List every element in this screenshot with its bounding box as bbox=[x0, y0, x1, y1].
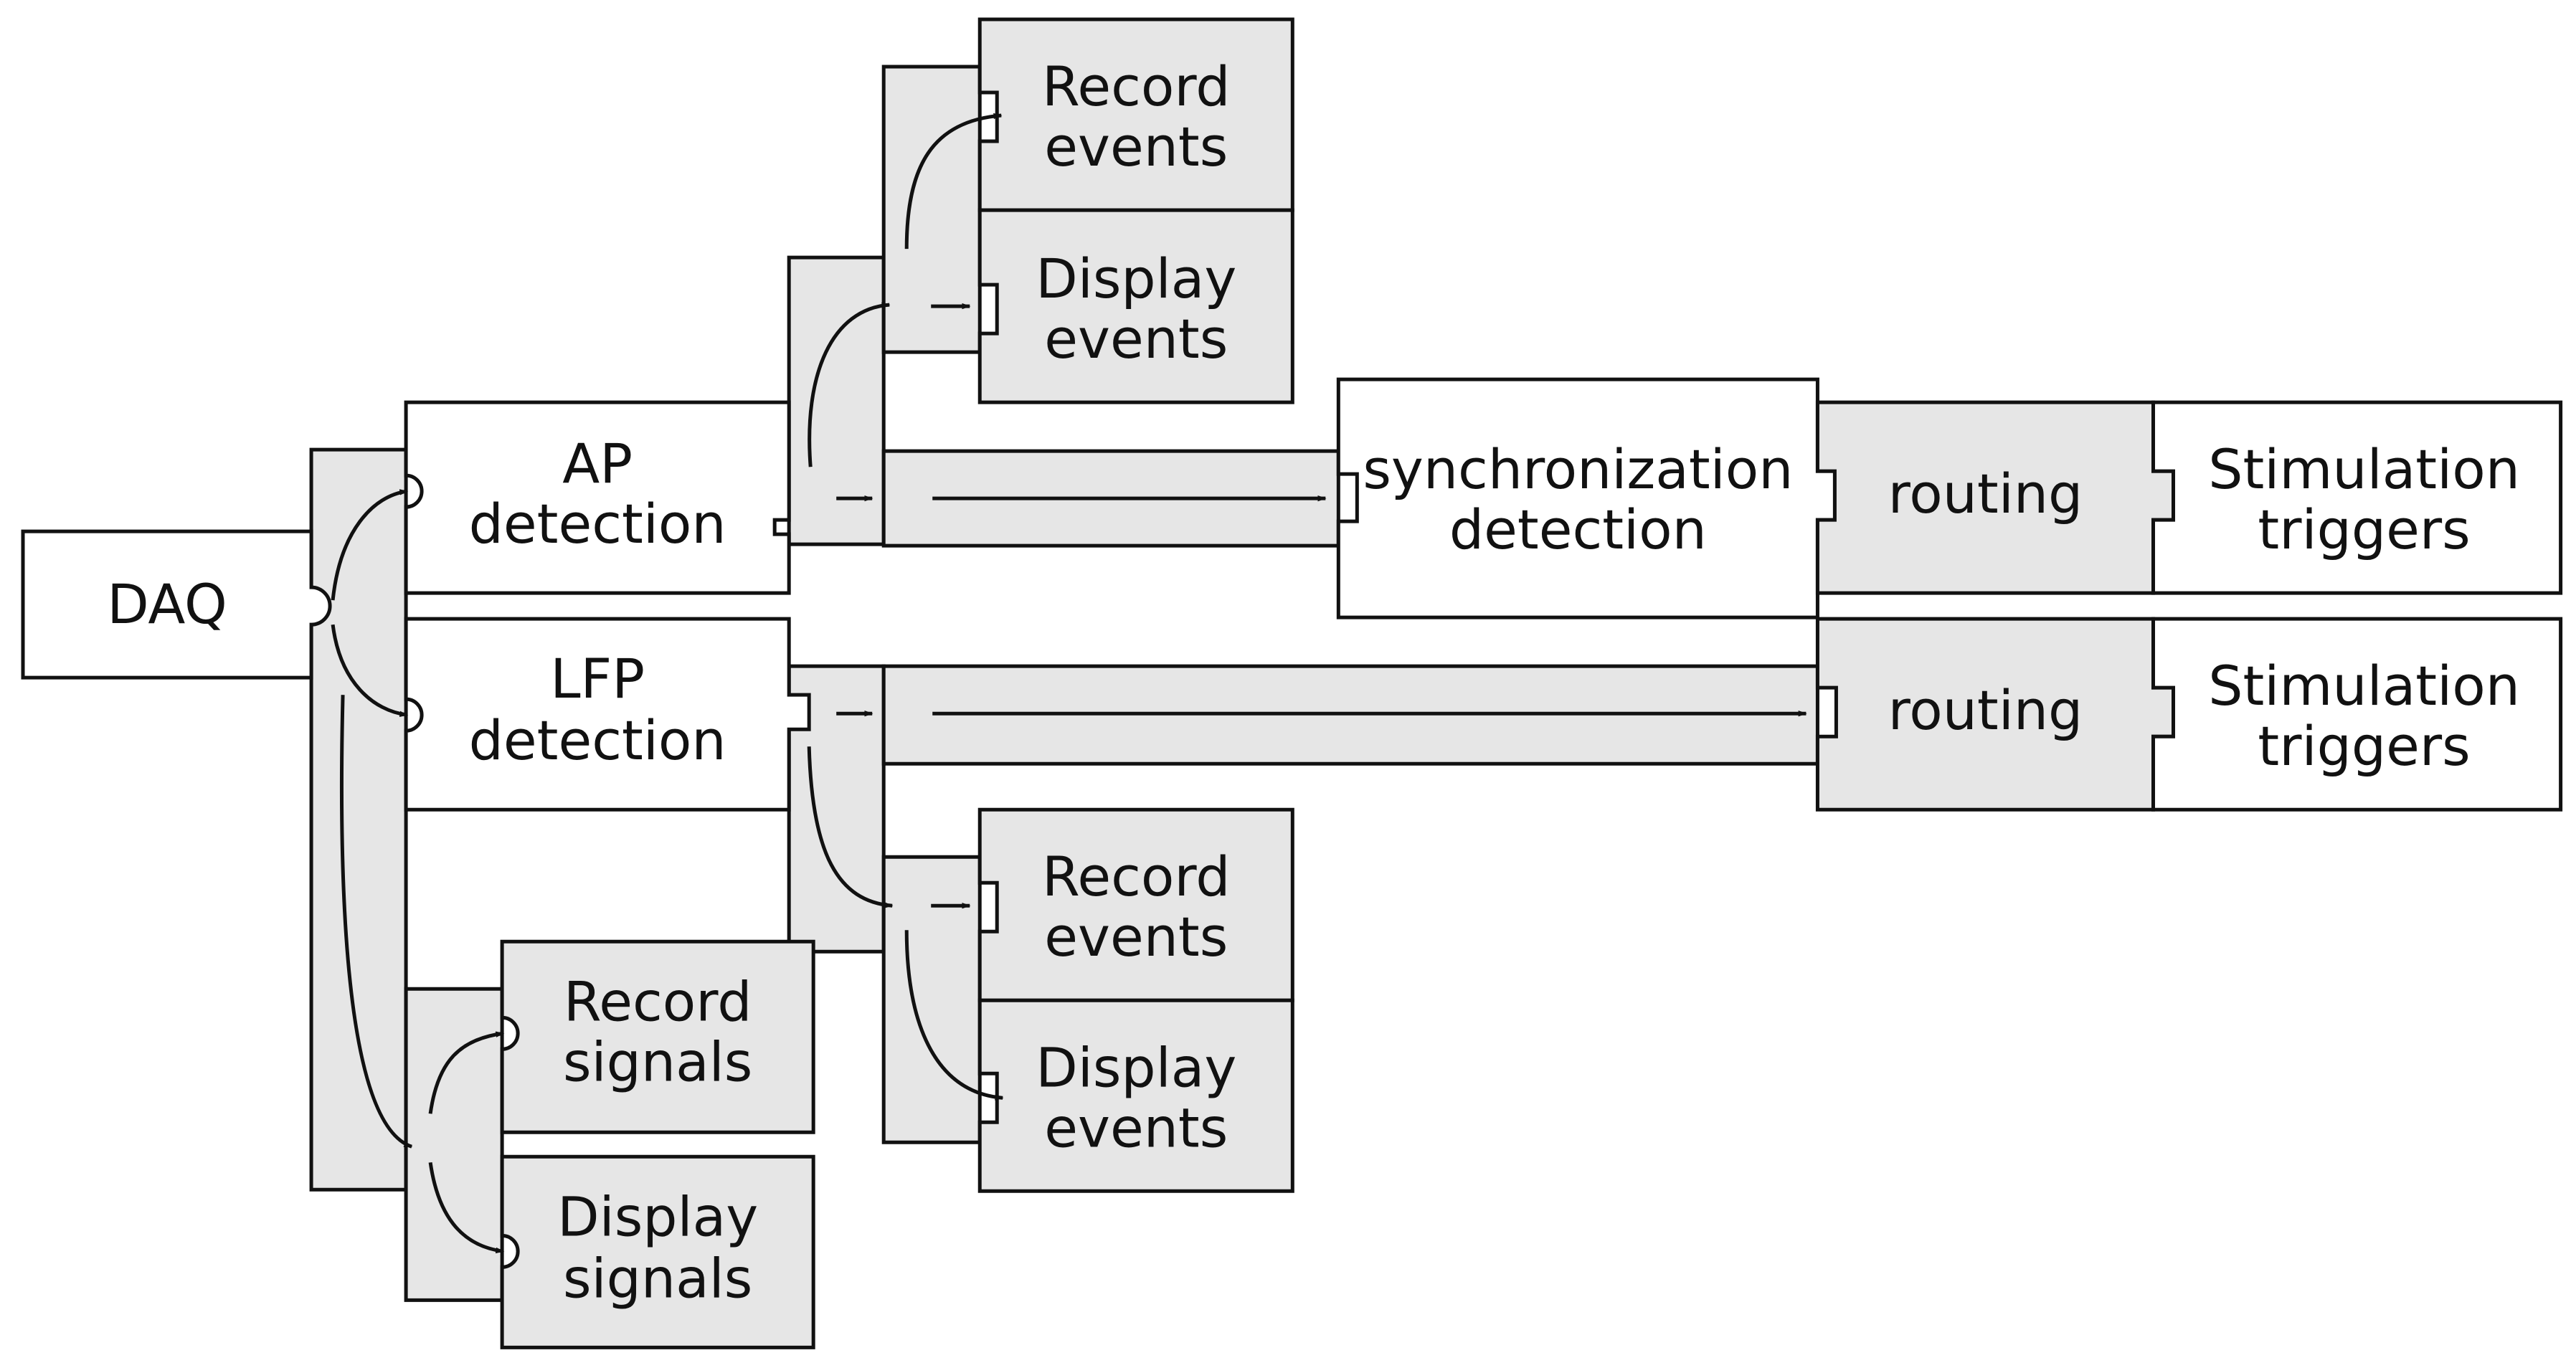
record-events-bottom-label-1: Record bbox=[1042, 845, 1231, 908]
lfp-detection-box: LFP detection bbox=[404, 617, 811, 812]
display-events-top-label-2: events bbox=[1044, 307, 1228, 371]
record-signals-label-2: signals bbox=[563, 1030, 752, 1093]
record-events-top-label-2: events bbox=[1044, 115, 1228, 179]
arrow-daq-to-ap bbox=[331, 489, 409, 601]
display-events-top-label-1: Display bbox=[1036, 247, 1236, 310]
stimulation-triggers-top-label-1: Stimulation bbox=[2208, 437, 2520, 501]
arrows bbox=[331, 113, 1807, 1254]
arrow-ap-up bbox=[808, 302, 891, 467]
record-events-top-box: Record events bbox=[977, 17, 1294, 212]
record-events-bottom-box: Record events bbox=[977, 807, 1294, 1002]
display-signals-label-2: signals bbox=[563, 1246, 752, 1310]
display-signals-box: Display signals bbox=[500, 1154, 815, 1349]
arrow-to-record-signals bbox=[428, 1031, 505, 1114]
arrow-to-display-signals bbox=[428, 1162, 505, 1254]
connector-daq-splitter bbox=[309, 447, 408, 1192]
routing-bottom-label: routing bbox=[1888, 678, 2083, 742]
ap-detection-box: AP detection bbox=[404, 400, 791, 595]
lfp-detection-label-2: detection bbox=[469, 708, 726, 772]
record-events-bottom-label-2: events bbox=[1044, 905, 1228, 969]
display-events-bottom-label-2: events bbox=[1044, 1096, 1228, 1159]
daq-label: DAQ bbox=[107, 572, 227, 636]
routing-top-label: routing bbox=[1888, 462, 2083, 526]
synchronization-detection-label-2: detection bbox=[1449, 498, 1707, 561]
record-signals-box: Record signals bbox=[500, 939, 815, 1134]
ap-detection-label-2: detection bbox=[469, 492, 726, 556]
daq-box: DAQ bbox=[21, 529, 332, 680]
stimulation-triggers-bottom-box: Stimulation triggers bbox=[2151, 617, 2563, 812]
connector-ap-outputs bbox=[787, 255, 886, 546]
display-signals-label-1: Display bbox=[557, 1184, 758, 1248]
arrow-to-display-events-bottom bbox=[904, 930, 1004, 1101]
display-events-top-box: Display events bbox=[977, 208, 1294, 404]
routing-top-box: routing bbox=[1815, 400, 2176, 595]
stimulation-triggers-top-box: Stimulation triggers bbox=[2151, 400, 2563, 595]
stimulation-triggers-bottom-label-1: Stimulation bbox=[2208, 654, 2520, 718]
display-events-bottom-label-1: Display bbox=[1036, 1035, 1236, 1099]
connector-bottom-events bbox=[881, 855, 982, 1144]
ap-detection-label-1: AP bbox=[562, 432, 633, 495]
routing-bottom-box: routing bbox=[1815, 617, 2176, 812]
display-events-bottom-box: Display events bbox=[977, 998, 1294, 1193]
arrow-daq-to-signals bbox=[339, 695, 413, 1149]
record-events-top-label-1: Record bbox=[1042, 54, 1231, 118]
arrow-daq-to-lfp bbox=[331, 624, 409, 718]
arrow-to-record-events-top bbox=[904, 113, 1003, 250]
record-signals-label-1: Record bbox=[564, 969, 752, 1033]
lfp-detection-label-1: LFP bbox=[550, 647, 645, 711]
synchronization-detection-label-1: synchronization bbox=[1363, 437, 1793, 501]
synchronization-detection-box: synchronization detection bbox=[1336, 377, 1837, 619]
stimulation-triggers-top-label-2: triggers bbox=[2258, 498, 2470, 561]
stimulation-triggers-bottom-label-2: triggers bbox=[2258, 714, 2470, 778]
arrow-lfp-down bbox=[807, 746, 894, 908]
connector-top-events bbox=[881, 65, 982, 354]
